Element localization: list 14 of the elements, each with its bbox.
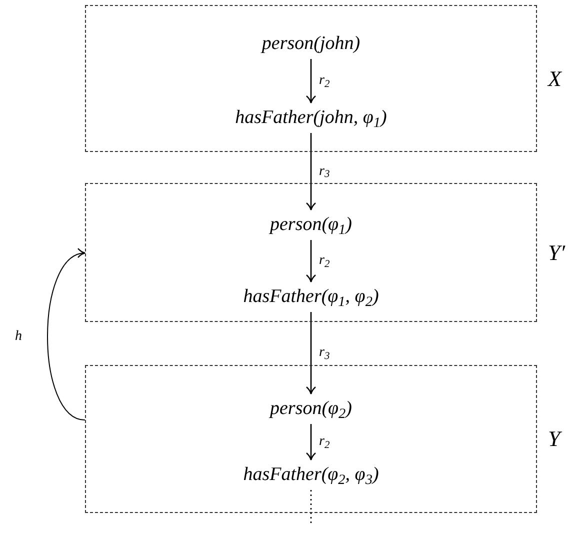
edge-label: r$_{2}$: [319, 435, 330, 449]
atom-text: hasFather(φ$_{1}$, φ$_{2}$): [243, 285, 379, 309]
set-label: Y′: [548, 242, 566, 264]
edge-label: r$_{2}$: [319, 74, 330, 88]
dotted-line: [310, 490, 312, 526]
atom-text: person(john): [262, 32, 360, 56]
edge-label: r$_{3}$: [319, 346, 330, 360]
edge-label: r$_{2}$: [319, 254, 330, 268]
atom-text: person(φ$_{1}$): [270, 213, 352, 237]
atom-text: hasFather(φ$_{2}$, φ$_{3}$): [243, 463, 379, 487]
set-label: X: [548, 68, 562, 90]
atom-text: hasFather(john, φ$_{1}$): [235, 106, 387, 130]
set-label: Y: [548, 428, 560, 450]
atom-text: person(φ$_{2}$): [270, 397, 352, 421]
